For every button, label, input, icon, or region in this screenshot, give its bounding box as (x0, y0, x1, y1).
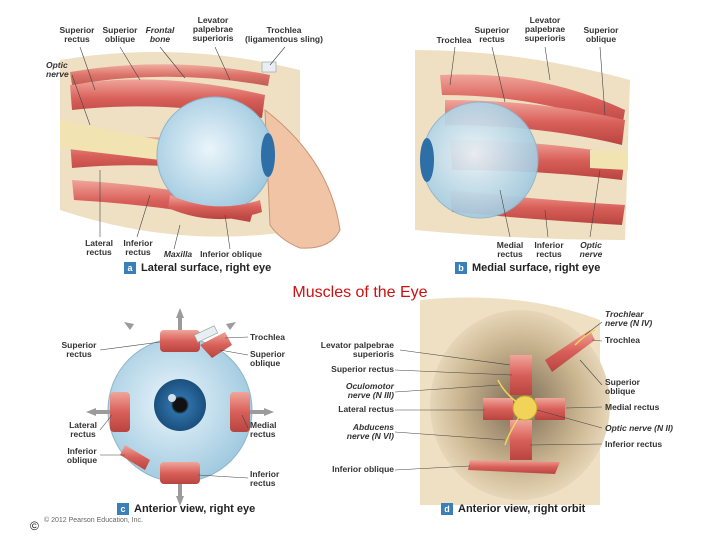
b-label-optic-nerve: Optic nerve (579, 240, 603, 259)
c-inferior-rectus-muscle (160, 462, 200, 484)
c-caption-text: Anterior view, right eye (134, 503, 256, 515)
c-trochlea (193, 325, 219, 343)
a-label-maxilla: Maxilla (163, 249, 193, 259)
d-label-trochlear-nerve: Trochlear nerve (N IV) (605, 309, 653, 328)
c-label-medial-rectus: Medial rectus (250, 420, 277, 439)
panel-b-illustration (415, 46, 630, 240)
b-eyeball (421, 101, 539, 219)
a-label-inferior-oblique: Inferior oblique (200, 249, 262, 259)
d-inferior-oblique-muscle (468, 460, 560, 474)
b-label-inferior-rectus: Inferior rectus (534, 240, 564, 259)
a-label-levator: Levator palpebrae superioris (192, 15, 234, 43)
a-inferior-oblique-muscle (168, 195, 262, 220)
d-label-levator: Levator palpebrae superioris (320, 340, 394, 359)
b-letter-badge: b (455, 262, 467, 275)
d-label-inferior-oblique: Inferior oblique (332, 464, 394, 474)
a-cornea (261, 133, 275, 177)
d-nerves (497, 329, 596, 446)
d-label-optic-nerve: Optic nerve (N II) (605, 423, 674, 433)
c-iris (154, 379, 206, 431)
d-label-oculomotor: Oculomotor nerve (N III) (345, 381, 394, 400)
panel-c-illustration (86, 308, 274, 506)
a-label-frontal-bone: Frontal bone (145, 25, 175, 44)
page-title: Muscles of the Eye (292, 284, 428, 301)
a-eyeball (156, 96, 274, 214)
panel-d-illustration (394, 297, 610, 505)
c-superior-rectus-muscle (160, 330, 200, 352)
c-superior-oblique-muscle (200, 332, 232, 358)
a-caption-text: Lateral surface, right eye (141, 262, 272, 274)
a-label-optic-nerve: Optic nerve (46, 60, 69, 79)
b-label-trochlea: Trochlea (436, 35, 472, 45)
d-label-medial-rectus: Medial rectus (605, 402, 660, 412)
c-direction-arrows (86, 308, 274, 506)
c-label-inferior-rectus: Inferior rectus (250, 469, 280, 488)
copyright-text: © 2012 Pearson Education, Inc. (44, 517, 143, 524)
d-label-lateral-rectus: Lateral rectus (338, 404, 394, 414)
d-superior-rectus-muscle (510, 355, 532, 395)
d-caption-text: Anterior view, right orbit (458, 503, 586, 515)
c-label-inferior-oblique: Inferior oblique (66, 446, 98, 465)
b-label-superior-oblique: Superior oblique (583, 25, 619, 44)
b-label-superior-rectus: Superior rectus (474, 25, 510, 44)
c-label-superior-oblique: Superior oblique (250, 349, 285, 368)
b-label-medial-rectus: Medial rectus (496, 240, 524, 259)
b-optic-nerve (590, 150, 628, 170)
b-cornea (420, 138, 434, 182)
d-caption: d Anterior view, right orbit (441, 503, 586, 516)
c-label-lateral-rectus: Lateral rectus (69, 420, 97, 439)
b-superior-oblique-muscle (440, 74, 625, 128)
d-letter-badge: d (441, 503, 453, 516)
c-inferior-oblique-muscle (120, 445, 150, 470)
a-caption: a Lateral surface, right eye (124, 262, 272, 275)
b-caption: b Medial surface, right eye (455, 262, 601, 275)
a-letter-badge: a (124, 262, 136, 275)
b-caption-text: Medial surface, right eye (472, 262, 601, 274)
d-label-abducens: Abducens nerve (N VI) (346, 422, 394, 441)
d-inferior-rectus-muscle (510, 420, 532, 460)
d-label-superior-oblique: Superior oblique (605, 377, 640, 396)
c-caption: c Anterior view, right eye (117, 503, 256, 516)
a-label-trochlea: Trochlea (ligamentous sling) (245, 25, 323, 44)
c-label-superior-rectus: Superior rectus (61, 340, 97, 359)
d-superior-oblique-muscle (545, 330, 595, 372)
b-label-levator: Levator palpebrae superioris (524, 15, 566, 43)
d-lateral-rectus-muscle (483, 398, 513, 420)
c-label-trochlea: Trochlea (250, 332, 285, 342)
d-label-inferior-rectus: Inferior rectus (605, 439, 663, 449)
c-letter-badge: c (117, 503, 129, 516)
a-label-inferior-rectus: Inferior rectus (123, 238, 153, 257)
a-levator-muscle (70, 64, 270, 86)
a-label-lateral-rectus: Lateral rectus (85, 238, 113, 257)
a-label-superior-rectus: Superior rectus (59, 25, 95, 44)
d-label-trochlea: Trochlea (605, 335, 640, 345)
a-label-superior-oblique: Superior oblique (102, 25, 138, 44)
c-lateral-rectus-muscle (110, 392, 130, 432)
d-label-superior-rectus: Superior rectus (331, 364, 394, 374)
d-medial-rectus-muscle (535, 398, 565, 420)
panel-a-illustration (60, 46, 341, 250)
copyright-symbol: © (30, 519, 39, 533)
